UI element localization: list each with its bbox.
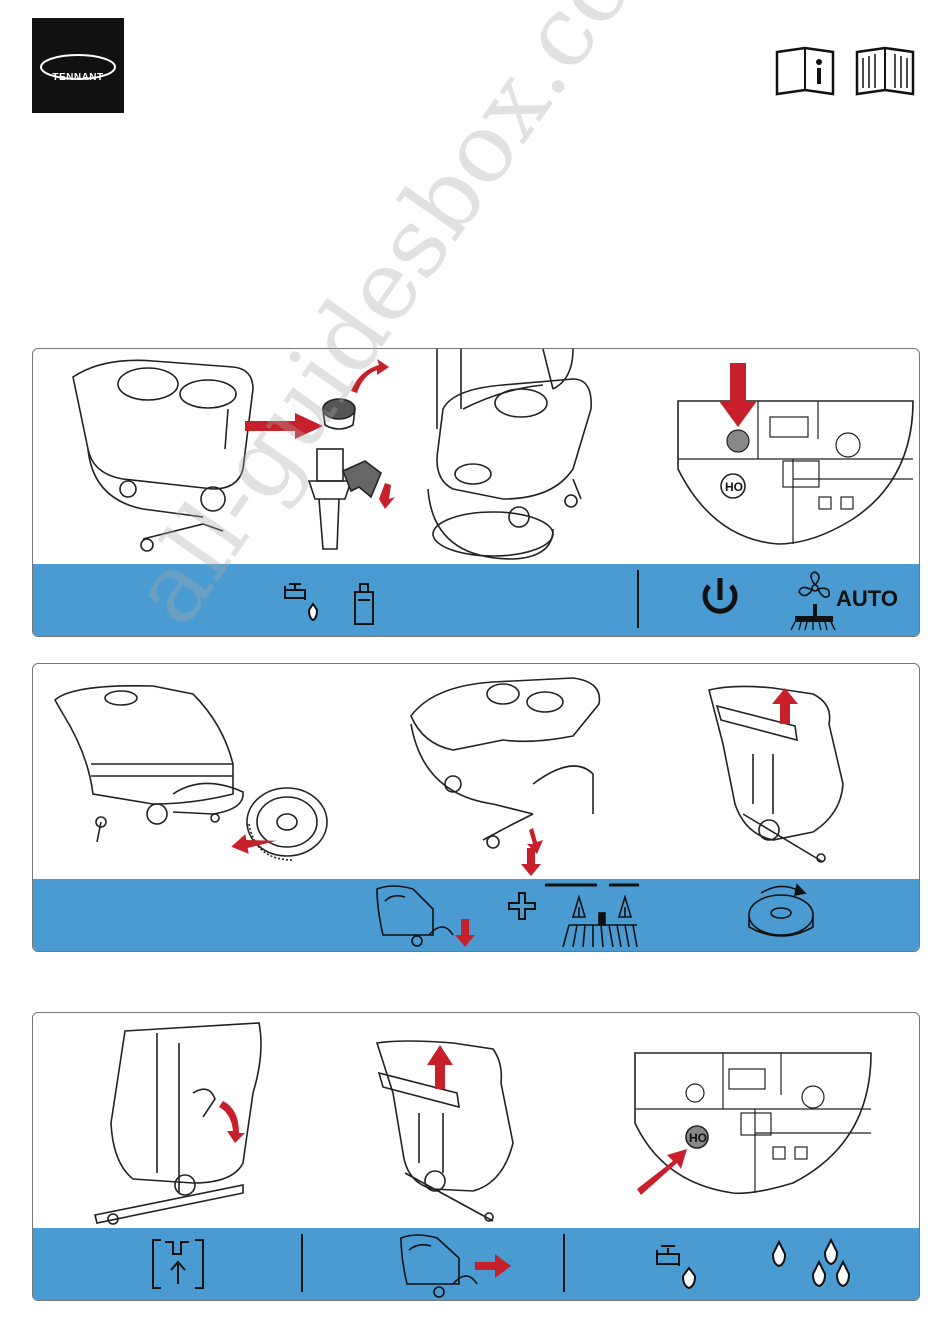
band-divider-1 (301, 1234, 303, 1292)
lift-lever-arrow-icon (427, 1045, 453, 1089)
panel-step-1: HO (32, 348, 920, 637)
band-divider-2 (563, 1234, 565, 1292)
pad-driver-illustration (247, 788, 327, 860)
operator-filling-illustration (428, 349, 591, 559)
power-button[interactable] (727, 430, 749, 452)
panel-step-2 (32, 663, 920, 952)
panel-1-band-icons-right (33, 564, 919, 636)
brush-icon (791, 604, 835, 630)
ho-label: HO (725, 480, 743, 494)
fan-icon (799, 572, 829, 597)
remove-cap-arrow-icon (351, 359, 389, 393)
logo-text: TENNANT (32, 72, 124, 83)
panel-2-instruction-band (33, 879, 919, 951)
manual-book-icon (857, 48, 913, 94)
lower-deck-icon (377, 886, 453, 946)
squeegee-lever-arrow-icon (219, 1101, 245, 1143)
move-forward-icon (401, 1235, 477, 1297)
panel-1-illustrations: HO (33, 349, 919, 564)
water-flow-high-icon (813, 1240, 849, 1286)
control-panel-power-illustration: HO (678, 401, 913, 544)
machine-side-illustration (55, 686, 243, 842)
ho-label: HO (689, 1131, 707, 1145)
panel-3-band-icons (33, 1228, 919, 1300)
raise-lever-arrow-icon (772, 688, 798, 724)
lower-arrow-icon (521, 848, 541, 876)
water-tap-icon (657, 1246, 695, 1288)
control-panel-ho-illustration: HO (635, 1053, 871, 1193)
power-icon (705, 578, 735, 611)
machine-tank-open-illustration (73, 360, 253, 551)
panel-2-illustrations (33, 664, 919, 879)
brush-raise-icon (545, 885, 639, 947)
panel-2-band-icons (33, 879, 919, 951)
pad-driver-icon (749, 885, 813, 936)
panel-step-3: HO (32, 1012, 920, 1301)
machine-underside-illustration (411, 678, 599, 848)
auto-mode-label: AUTO (836, 586, 898, 612)
manual-icons (775, 46, 920, 100)
panel-3-illustrations: HO (33, 1013, 919, 1228)
plus-icon (509, 893, 535, 919)
insert-arrow-icon (245, 413, 323, 439)
water-flow-low-icon (773, 1242, 785, 1266)
tennant-logo: TENNANT (32, 18, 124, 113)
panel-3-instruction-band (33, 1228, 919, 1300)
brush-lever-illustration (709, 686, 843, 862)
panel-1-instruction-band: AUTO (33, 564, 919, 636)
squeegee-up-icon (153, 1240, 203, 1288)
hose-fitting-illustration (309, 449, 381, 549)
deck-down-arrow-icon (455, 919, 475, 947)
tank-cap-illustration (323, 399, 355, 429)
forward-arrow-icon (475, 1254, 511, 1278)
manual-info-icon (777, 48, 833, 94)
twist-arrow-icon (379, 483, 395, 509)
